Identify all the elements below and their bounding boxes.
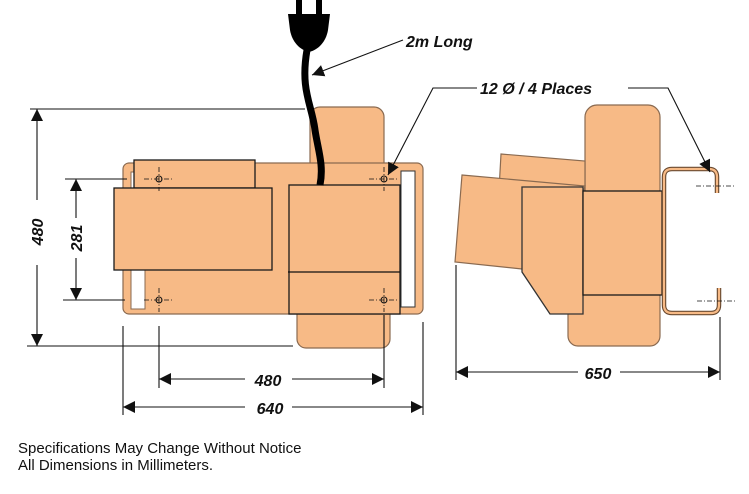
holes-label: 12 Ø / 4 Places	[480, 81, 592, 98]
width-480-label: 480	[254, 373, 282, 390]
slot-left-bottom	[130, 269, 146, 310]
units-notice: All Dimensions in Millimeters.	[18, 457, 214, 474]
transformer-box	[113, 187, 273, 271]
spec-notice: Specifications May Change Without Notice	[18, 440, 302, 457]
height-281-label: 281	[69, 225, 86, 253]
rear-box	[133, 159, 256, 189]
hole-icon	[369, 167, 399, 191]
mounting-holes	[144, 167, 399, 312]
hole-icon	[144, 288, 174, 312]
dimension-lines	[27, 39, 721, 415]
depth-650-label: 650	[585, 366, 612, 383]
mounting-bracket	[661, 166, 722, 316]
hole-icon	[144, 167, 174, 191]
footnotes: Specifications May Change Without Notice…	[18, 440, 301, 474]
power-cord	[301, 49, 325, 186]
front-view	[113, 0, 424, 349]
plug-icon	[288, 0, 330, 52]
width-640-label: 640	[257, 401, 284, 418]
cord-length-label: 2m Long	[405, 34, 473, 51]
side-view	[454, 104, 736, 347]
slot-right	[400, 170, 416, 308]
height-480-label: 480	[30, 219, 47, 247]
control-box	[288, 184, 401, 315]
hole-icon	[369, 288, 399, 312]
dimension-labels: 2m Long 12 Ø / 4 Places 480 281 480 640 …	[30, 34, 611, 418]
